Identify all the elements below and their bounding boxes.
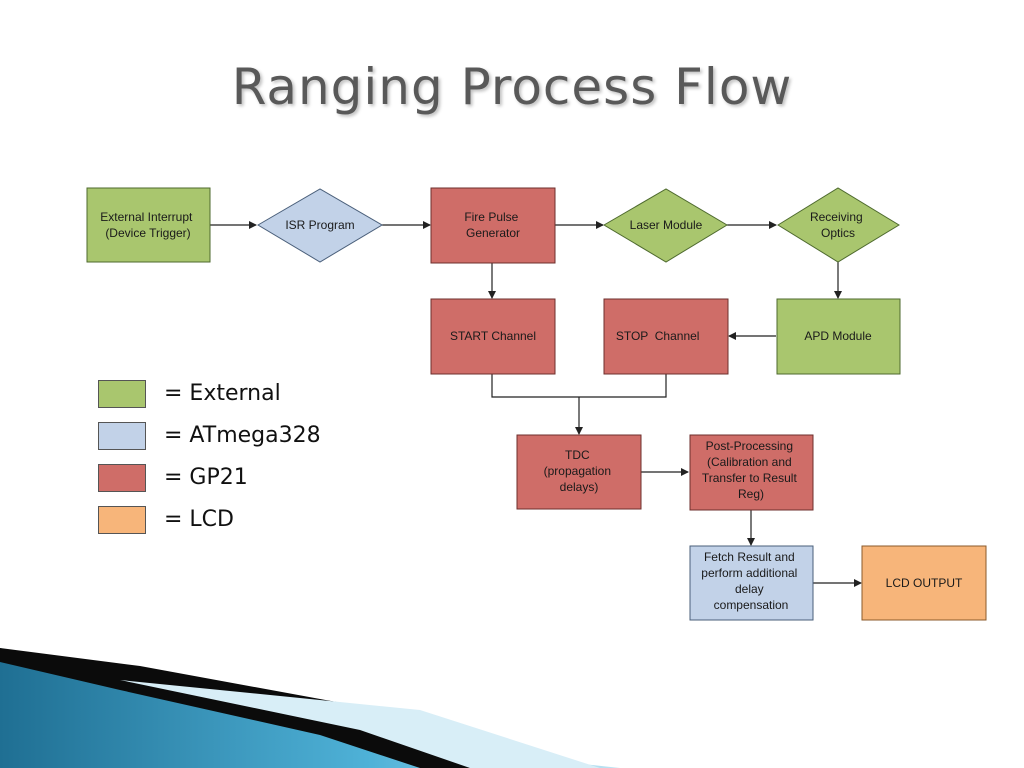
node-stop-channel: STOP Channel: [0, 0, 729, 375]
node-post-processing-label: Post-Processing (Calibration and Transfe…: [702, 439, 800, 501]
node-external-interrupt-label: External Interrupt (Device Trigger): [100, 210, 195, 240]
node-tdc: TDC (propagation delays): [516, 434, 642, 510]
legend-swatch-lcd: [98, 506, 146, 534]
node-apd-module-label: APD Module: [804, 329, 872, 343]
node-start-channel-label: START Channel: [450, 329, 536, 343]
legend-label-lcd: = LCD: [164, 507, 234, 532]
node-receiving-optics-label: Receiving Optics: [810, 210, 866, 240]
node-laser-module-label: Laser Module: [630, 218, 703, 232]
node-tdc-label: TDC (propagation delays): [544, 448, 615, 494]
slide-title: Ranging Process Flow: [231, 58, 793, 116]
line-start-stop-merge: [491, 374, 667, 398]
node-fire-pulse-label: Fire Pulse Generator: [464, 210, 521, 240]
legend-label-external: = External: [164, 381, 281, 406]
node-fire-pulse-generator: Fire Pulse Generator: [430, 187, 556, 264]
node-lcd-output-label: LCD OUTPUT: [886, 576, 963, 590]
legend-label-gp21: = GP21: [164, 465, 248, 490]
node-isr-program-label: ISR Program: [285, 218, 354, 232]
node-start-channel: START Channel: [430, 298, 556, 375]
node-stop-channel-label: STOP Channel: [0, 0, 716, 343]
node-lcd-output: LCD OUTPUT: [861, 545, 987, 621]
connectors: [210, 221, 862, 587]
corner-swoosh-decoration: [0, 648, 620, 768]
legend-label-atmega328: = ATmega328: [164, 423, 321, 448]
node-fetch-result: Fetch Result and perform additional dela…: [689, 545, 814, 621]
node-isr-program: ISR Program: [257, 188, 383, 263]
node-external-interrupt: External Interrupt (Device Trigger): [86, 187, 211, 263]
legend-swatch-atmega328: [98, 422, 146, 450]
node-laser-module: Laser Module: [603, 188, 728, 263]
legend-swatch-external: [98, 380, 146, 408]
node-receiving-optics: Receiving Optics: [777, 187, 900, 263]
node-post-processing: Post-Processing (Calibration and Transfe…: [689, 434, 814, 511]
node-apd-module: APD Module: [776, 298, 901, 375]
legend-swatch-gp21: [98, 464, 146, 492]
node-fetch-result-label: Fetch Result and perform additional dela…: [701, 550, 800, 612]
